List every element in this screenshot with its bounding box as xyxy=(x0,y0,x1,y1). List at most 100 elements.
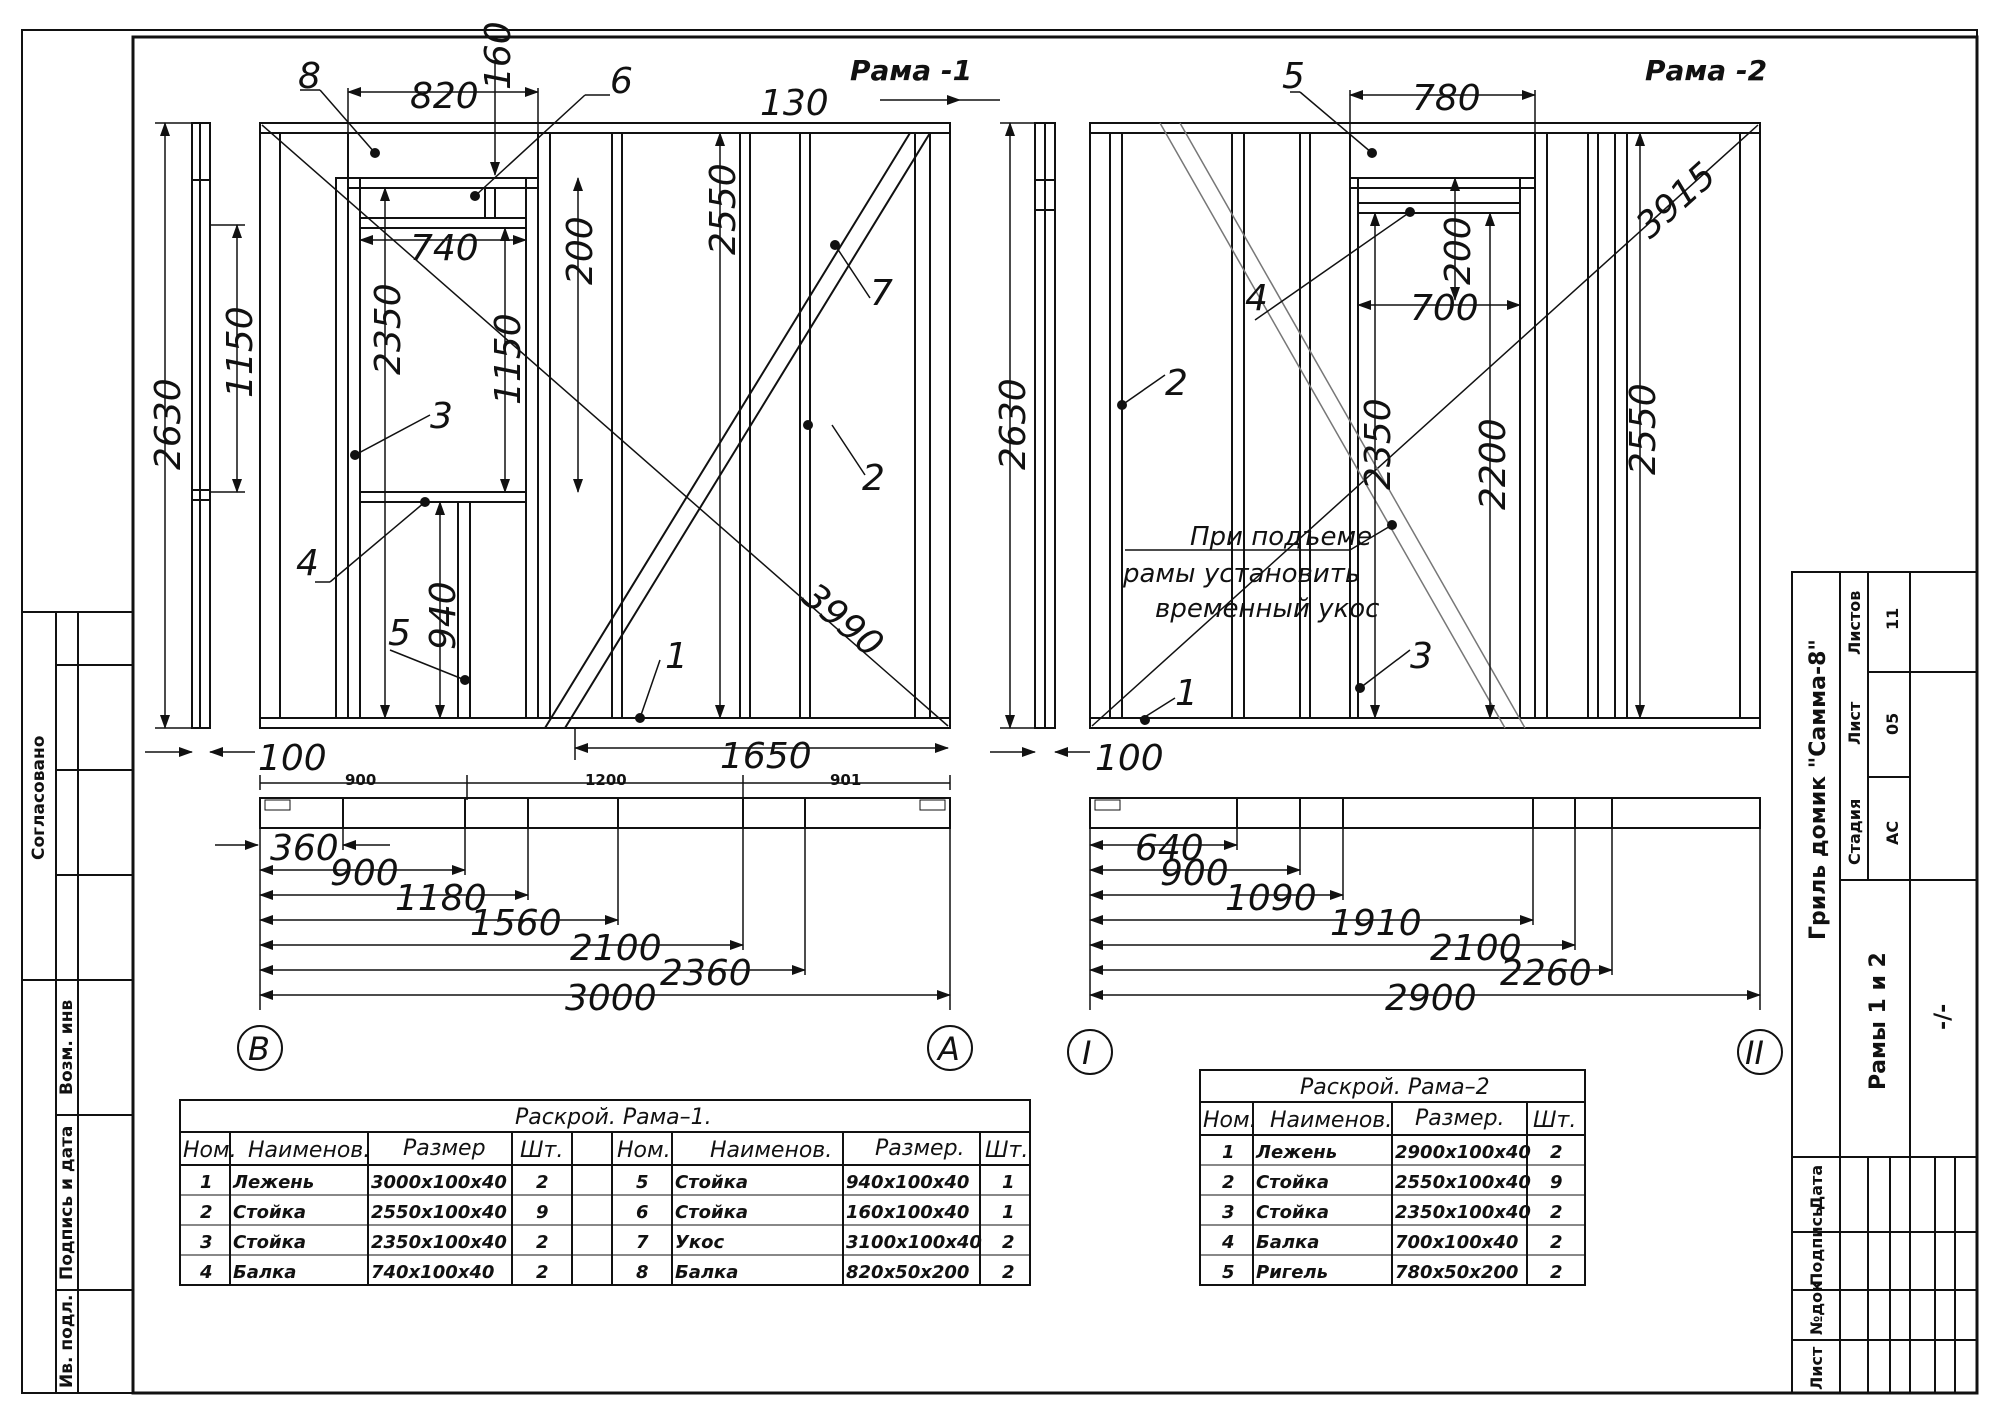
frame2-plan-dims xyxy=(1089,840,1761,1000)
table2-headers: Ном. Наименов. Размер. Шт. xyxy=(1203,1106,1576,1133)
table2-title: Раскрой. Рама–2 xyxy=(1300,1075,1490,1100)
frame1-plan-top-900: 900 xyxy=(345,771,376,789)
table1-rows: 1 Лежень 3000х100х40 2 5 Стойка 940х100х… xyxy=(199,1172,1015,1283)
frame1-marker-7: 7 xyxy=(870,273,893,314)
table2-r2-c3: 2550х100х40 xyxy=(1395,1172,1531,1193)
frame2-dim-2550: 2550 xyxy=(1623,383,1664,475)
table-row: 4 Балка 740х100х40 2 8 Балка 820х50х200 … xyxy=(199,1262,1015,1283)
frame1-marker-4: 4 xyxy=(296,543,319,584)
table2-r1-c2: Лежень xyxy=(1255,1142,1337,1163)
table2-r4-c1: 4 xyxy=(1221,1232,1235,1253)
side-sign-label: Подпись и дата xyxy=(57,1126,77,1280)
table1-r2-c4: 9 xyxy=(536,1202,549,1223)
table1-r4-c2: Балка xyxy=(233,1262,296,1283)
frame1-axis-bubbles xyxy=(237,1025,973,1071)
table1-r3-c6: Укос xyxy=(675,1232,724,1253)
frame2-dim-200: 200 xyxy=(1438,216,1479,285)
table1-r4-c4: 2 xyxy=(536,1262,549,1283)
frame1-plan-dim-3000: 3000 xyxy=(565,978,657,1019)
table1-r2-c1: 2 xyxy=(200,1202,213,1223)
frame2-marker-dots xyxy=(1117,148,1415,725)
frame2-dim-780: 780 xyxy=(1412,78,1481,119)
frame1-plan-dim-900: 900 xyxy=(330,853,399,894)
table1-r3-c4: 2 xyxy=(536,1232,549,1253)
frame1-dim-940: 940 xyxy=(423,581,464,650)
table2-header-num: Ном. xyxy=(1203,1108,1257,1133)
frame2-plan-dim-2900: 2900 xyxy=(1385,978,1477,1019)
frame1-leaders xyxy=(300,89,871,719)
frame2-temp-brace xyxy=(1159,122,1526,729)
table1-header-num1: Ном. xyxy=(183,1138,237,1163)
frame1-plan-dim-2100: 2100 xyxy=(570,928,662,969)
frame2-plan-dim-1910: 1910 xyxy=(1330,903,1422,944)
table-row: 2 Стойка 2550х100х40 9 6 Стойка 160х100х… xyxy=(200,1202,1015,1223)
table2-r3-c4: 2 xyxy=(1550,1202,1563,1223)
side-strip xyxy=(21,611,134,1394)
table1-r4-c8: 2 xyxy=(1002,1262,1015,1283)
frame1-marker-5: 5 xyxy=(388,613,411,654)
stamp-dash: -/- xyxy=(1931,1004,1956,1030)
table1-r4-c3: 740х100х40 xyxy=(371,1262,494,1283)
stamp-sheet-label: Лист xyxy=(1845,701,1864,745)
frame1-axis-left: B xyxy=(248,1030,270,1068)
table2-header-size: Размер. xyxy=(1415,1106,1505,1131)
frame2-marker-5: 5 xyxy=(1282,56,1305,97)
stamp-drawing-name: Рамы 1 и 2 xyxy=(1866,952,1891,1090)
frame1-dim-2350: 2350 xyxy=(368,283,409,375)
table1-header-name1: Наименов. xyxy=(248,1138,370,1163)
table2-r5-c1: 5 xyxy=(1222,1262,1235,1283)
table1-r4-c5: 8 xyxy=(636,1262,649,1283)
table2-r5-c3: 780х50х200 xyxy=(1395,1262,1518,1283)
stamp-stage-label: Стадия xyxy=(1845,799,1864,865)
frame2-dim-100: 100 xyxy=(1095,738,1164,779)
stamp-sheet-value: 05 xyxy=(1883,713,1902,735)
table1-r1-c1: 1 xyxy=(200,1172,213,1193)
table1-header-qty1: Шт. xyxy=(520,1138,563,1163)
frame1-marker-2: 2 xyxy=(862,458,885,499)
frame1-dim-lines xyxy=(145,60,1000,760)
frame2-plan-dim-1090: 1090 xyxy=(1225,878,1317,919)
frame1-dim-1150-inner: 1150 xyxy=(488,313,529,405)
frame1-marker-dots xyxy=(350,148,840,723)
table2-grid xyxy=(1199,1069,1586,1286)
frame1-dim-1650: 1650 xyxy=(720,736,812,777)
table-row: 2 Стойка 2550х100х40 9 xyxy=(1222,1172,1563,1193)
frame1-marker-6: 6 xyxy=(610,61,633,102)
table1-header-size1: Размер xyxy=(403,1136,486,1161)
table1-r3-c3: 2350х100х40 xyxy=(371,1232,507,1253)
sheet-border xyxy=(21,29,1979,1395)
table1-header-qty2: Шт. xyxy=(985,1138,1028,1163)
title-block xyxy=(1791,571,1978,1394)
table1-r2-c2: Стойка xyxy=(233,1202,306,1223)
stamp-col-ndoc: №док xyxy=(1807,1281,1826,1335)
table2-r4-c4: 2 xyxy=(1550,1232,1563,1253)
table2-r4-c2: Балка xyxy=(1256,1232,1319,1253)
frame1-plan-top-901: 901 xyxy=(830,771,861,789)
table2-r5-c2: Ригель xyxy=(1256,1262,1328,1283)
frame2-side-view xyxy=(1034,122,1056,729)
table1-r3-c2: Стойка xyxy=(233,1232,306,1253)
frame1-marker-8: 8 xyxy=(298,56,321,97)
frame1-dim-820: 820 xyxy=(410,76,479,117)
frame2-note-line2: рамы установить xyxy=(1122,559,1360,589)
frame2-dim-lines xyxy=(990,90,1645,757)
frame1-dim-2630: 2630 xyxy=(148,378,189,470)
frame2-plan-dim-2100: 2100 xyxy=(1430,928,1522,969)
frame1-dim-100: 100 xyxy=(258,738,327,779)
table1-title: Раскрой. Рама–1. xyxy=(515,1105,712,1130)
frame1-plan xyxy=(259,775,951,1010)
frame1-dim-2550: 2550 xyxy=(703,163,744,255)
table1-grid xyxy=(179,1099,1031,1286)
table2-r4-c3: 700х100х40 xyxy=(1395,1232,1518,1253)
frame2-marker-4: 4 xyxy=(1245,278,1268,319)
frame1-plan-top-1200: 1200 xyxy=(585,771,627,789)
table-row: 3 Стойка 2350х100х40 2 7 Укос 3100х100х4… xyxy=(200,1232,1015,1253)
frame2-axis-left: I xyxy=(1082,1034,1091,1072)
table2-r2-c1: 2 xyxy=(1222,1172,1235,1193)
frame1-axis-right: A xyxy=(936,1030,960,1068)
frame1-dim-3990: 3990 xyxy=(794,575,891,665)
stamp-col-sign: Подпись xyxy=(1807,1207,1826,1286)
frame1-marker-3: 3 xyxy=(430,396,453,437)
table1-r1-c3: 3000х100х40 xyxy=(371,1172,507,1193)
